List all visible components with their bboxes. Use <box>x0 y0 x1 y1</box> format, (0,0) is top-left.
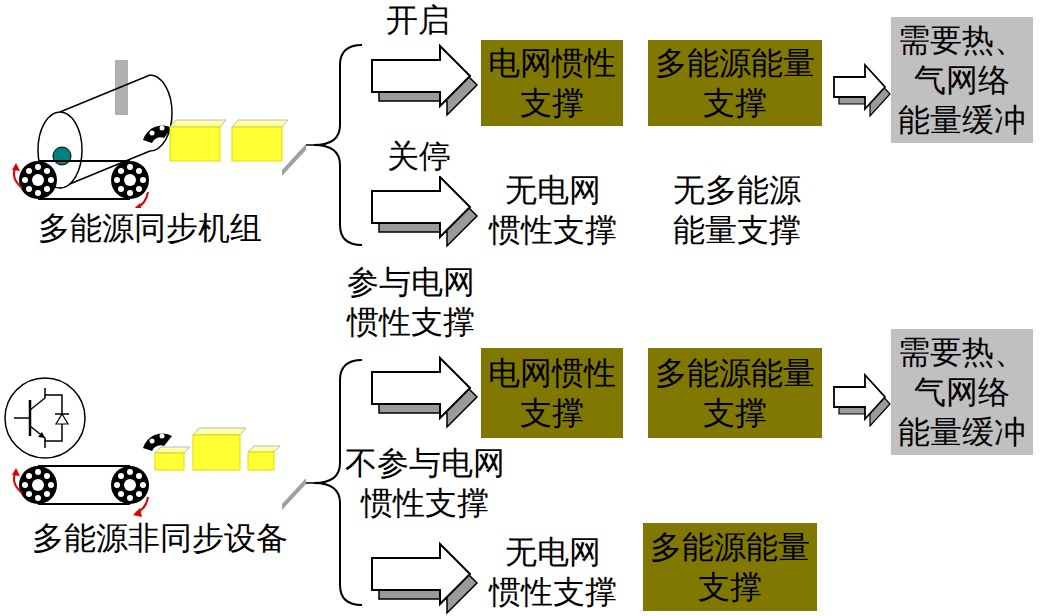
label-text: 多能源非同步设备 <box>30 518 290 558</box>
block-arrow <box>372 46 477 115</box>
label-text: 参与电网 惯性支撑 <box>345 262 477 342</box>
block-arrow <box>372 177 477 246</box>
label-text: 多能源同步机组 <box>36 208 264 248</box>
label-text: 开启 <box>384 0 452 40</box>
olive-box: 电网惯性 支撑 <box>481 40 623 126</box>
olive-box: 电网惯性 支撑 <box>481 348 623 438</box>
label-text: 无多能源 能量支撑 <box>671 170 803 250</box>
box-text: 多能源能量 支撑 <box>655 43 815 123</box>
block-arrow-connector <box>834 375 890 426</box>
box-text: 多能源能量 支撑 <box>655 353 815 433</box>
box-text: 需要热、 气网络 能量缓冲 <box>898 20 1026 140</box>
box-text: 多能源能量 支撑 <box>650 527 810 607</box>
olive-box: 多能源能量 支撑 <box>648 40 822 126</box>
grey-box: 需要热、 气网络 能量缓冲 <box>891 329 1033 455</box>
olive-box: 多能源能量 支撑 <box>643 523 817 611</box>
block-arrow <box>372 544 477 613</box>
label-text: 关停 <box>385 136 453 176</box>
block-arrow-connector <box>834 65 890 116</box>
olive-box: 多能源能量 支撑 <box>648 348 822 438</box>
label-text: 无电网 惯性支撑 <box>487 170 619 250</box>
label-text: 无电网 惯性支撑 <box>487 532 619 612</box>
box-text: 电网惯性 支撑 <box>488 43 616 123</box>
grey-box: 需要热、 气网络 能量缓冲 <box>891 17 1033 143</box>
sync-unit-drawing <box>12 60 316 212</box>
nonsync-device-drawing <box>5 378 316 517</box>
box-text: 电网惯性 支撑 <box>488 353 616 433</box>
label-text: 不参与电网 惯性支撑 <box>343 443 507 523</box>
box-text: 需要热、 气网络 能量缓冲 <box>898 332 1026 452</box>
block-arrow <box>372 358 477 427</box>
bracket <box>314 45 362 245</box>
